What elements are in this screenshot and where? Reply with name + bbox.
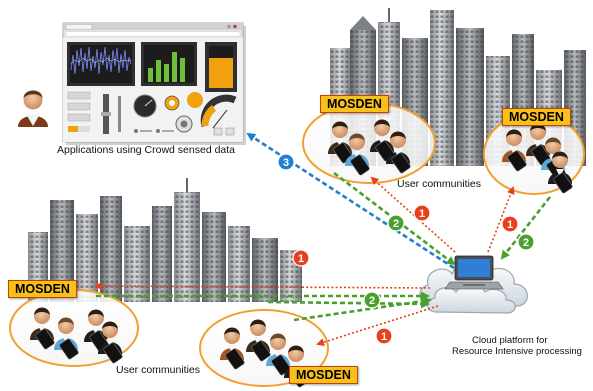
communities-right-label: User communities [397,178,482,190]
dashboard-app-window [62,22,246,145]
person-icon [54,317,79,360]
cloud-label-line1: Cloud platform for [472,335,548,346]
badge-1-left: 1 [292,249,310,267]
badge-1-top: 1 [413,204,431,222]
arrow-2-bottom [293,296,432,322]
svg-text:1: 1 [419,208,425,220]
svg-text:2: 2 [393,218,399,230]
person-icon [220,327,245,370]
arrow-2-left-b [267,299,430,309]
person-icon [548,151,573,194]
person-icon [328,121,353,164]
person-icon [30,307,55,350]
step-badges: 1 1 1 1 2 2 2 3 [277,153,535,345]
svg-text:3: 3 [283,157,289,169]
community-ring-top [302,102,436,184]
person-icon [266,333,291,376]
arrow-1-right [487,186,515,253]
laptop-icon [444,255,504,290]
badge-3: 3 [277,153,295,171]
person-icon [502,129,527,172]
apps-label: Applications using Crowd sensed data [57,144,236,156]
svg-text:1: 1 [298,253,304,265]
people-layer [30,119,573,388]
svg-text:1: 1 [381,331,387,343]
cloud-label-line2: Resource Intensive processing [452,346,582,357]
badge-2-left: 2 [363,291,381,309]
arrow-1-left [94,282,431,291]
person-icon [386,131,411,174]
svg-text:1: 1 [507,219,513,231]
mosden-tag-bottom: MOSDEN [289,366,358,384]
svg-text:2: 2 [523,237,529,249]
person-icon [246,319,271,362]
arrow-2-right [500,196,552,260]
badge-2-top: 2 [387,214,405,232]
person-icon [98,321,123,364]
communities-left-label: User communities [116,364,201,376]
mosden-tag-top: MOSDEN [320,95,389,113]
badge-1-bottom: 1 [375,327,393,345]
svg-text:2: 2 [369,295,375,307]
person-icon [345,133,370,176]
badge-1-right: 1 [501,215,519,233]
badge-2-right: 2 [517,233,535,251]
arrow-1-top [370,176,456,253]
mosden-tag-right: MOSDEN [502,108,571,126]
user-icon [18,90,48,127]
mosden-tag-left: MOSDEN [8,280,77,298]
